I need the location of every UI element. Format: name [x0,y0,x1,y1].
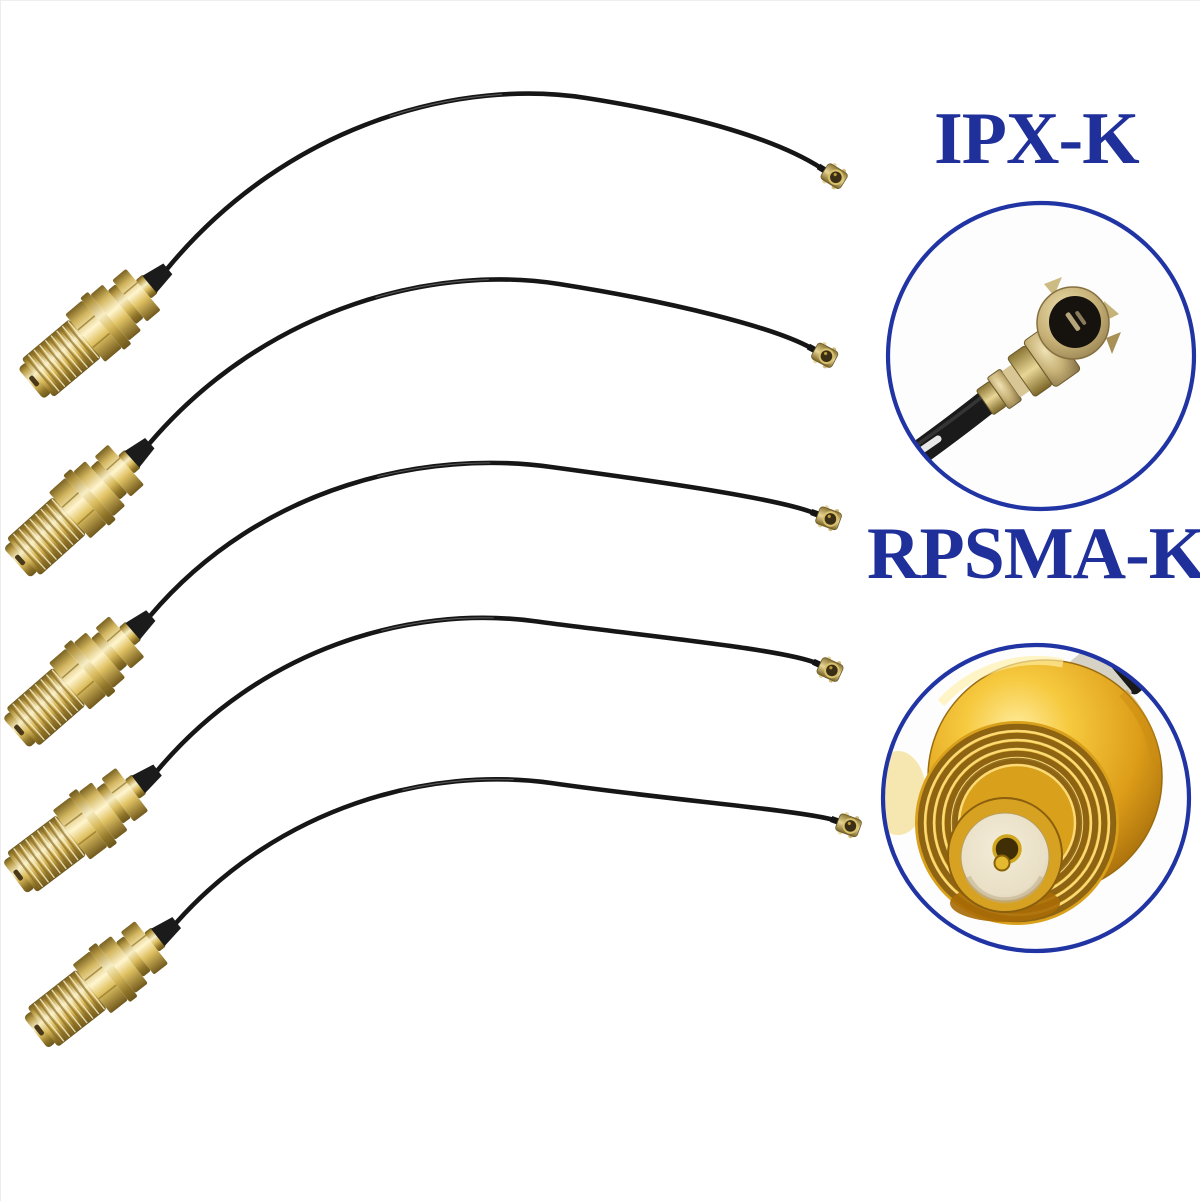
sma-hex-nut [73,951,128,1013]
sma-washer [64,640,115,697]
ipx-tip-4 [811,656,844,683]
sma-hex-nut [53,797,107,860]
sma-collar [125,775,146,799]
sma-washer [80,292,131,350]
sma-flange [74,633,125,688]
rpsma-label: RPSMA-KY [867,513,1200,595]
sma-slot [13,869,24,881]
sma-flange [91,285,141,340]
gold-bokeh [884,751,926,835]
sma-connector-4 [4,764,162,893]
ipx-tip-socket [842,818,859,834]
heat-shrink [131,764,162,794]
cable-assembly-2 [5,277,839,577]
cable-assembly-5 [24,777,862,1047]
coax-cable-3 [147,460,817,619]
ipx-tip-5 [830,812,862,839]
sma-hex-nut [65,301,122,362]
center-pin [993,854,1011,872]
ipx-tip-1 [816,163,848,190]
ipx-tip-socket [828,169,844,186]
sma-slot [14,724,25,736]
cable-assembly-3 [4,460,842,747]
coax-cable-2 [146,277,814,447]
sma-washer [69,789,117,849]
ipx-tip-socket [822,511,839,527]
sma-ring [97,783,131,823]
cable-assembly-1 [19,91,848,398]
rpsma-connector-closeup [884,646,1188,950]
cable-braid-highlight [148,278,812,445]
sma-collar [118,450,140,473]
sma-connector-1 [19,263,173,398]
heat-shrink [125,610,156,640]
coax-cable-4 [154,615,819,774]
coax-cable-1 [164,91,824,272]
ipx-tip-2 [806,342,839,369]
sma-slot [34,1024,45,1036]
sma-rear-nut [112,269,160,321]
sma-connector-2 [5,438,155,577]
cable-assembly-4 [4,615,844,893]
sma-hex-nut [49,478,106,538]
sma-washer [88,943,137,1002]
sma-ring [108,284,143,324]
sma-washer [63,469,116,526]
sma-flange [74,461,125,516]
ufl-prong-lower [1106,332,1121,354]
cable-braid-highlight [175,778,835,924]
ipx-tip-socket [824,662,840,679]
sma-ring [91,461,127,499]
sma-flange [99,936,148,993]
cable-braid-highlight [149,462,815,617]
sma-rear-nut [121,921,168,974]
sma-rear-nut [95,445,144,496]
coax-center-wire [889,468,906,485]
cable-braid-highlight [166,93,822,270]
sma-slot [15,554,26,566]
cable-braid-highlight [156,617,817,772]
sma-ring [91,632,127,671]
sma-collar [119,622,141,645]
heat-shrink [151,917,181,947]
ipx-connector-closeup [889,204,1193,508]
coax-cable-5 [173,777,837,926]
sma-flange [79,783,127,839]
sma-collar [136,275,158,298]
ufl-prong-top [1044,277,1062,296]
heat-shrink [124,438,155,468]
sma-hex-nut [49,649,106,709]
ipx-tip-socket [818,348,835,365]
ipx-inset-border [885,200,1197,512]
ipx-label: IPX-K [934,98,1140,180]
sma-ring [116,936,151,977]
rpsma-inset-border [880,642,1192,954]
sma-rear-nut [102,768,148,821]
sma-connector-3 [4,610,156,747]
sma-collar [144,928,166,951]
sma-slot [29,375,40,387]
sma-connector-5 [24,917,181,1047]
heat-shrink [142,263,173,293]
sma-rear-nut [96,616,144,668]
ipx-tip-3 [810,505,842,532]
